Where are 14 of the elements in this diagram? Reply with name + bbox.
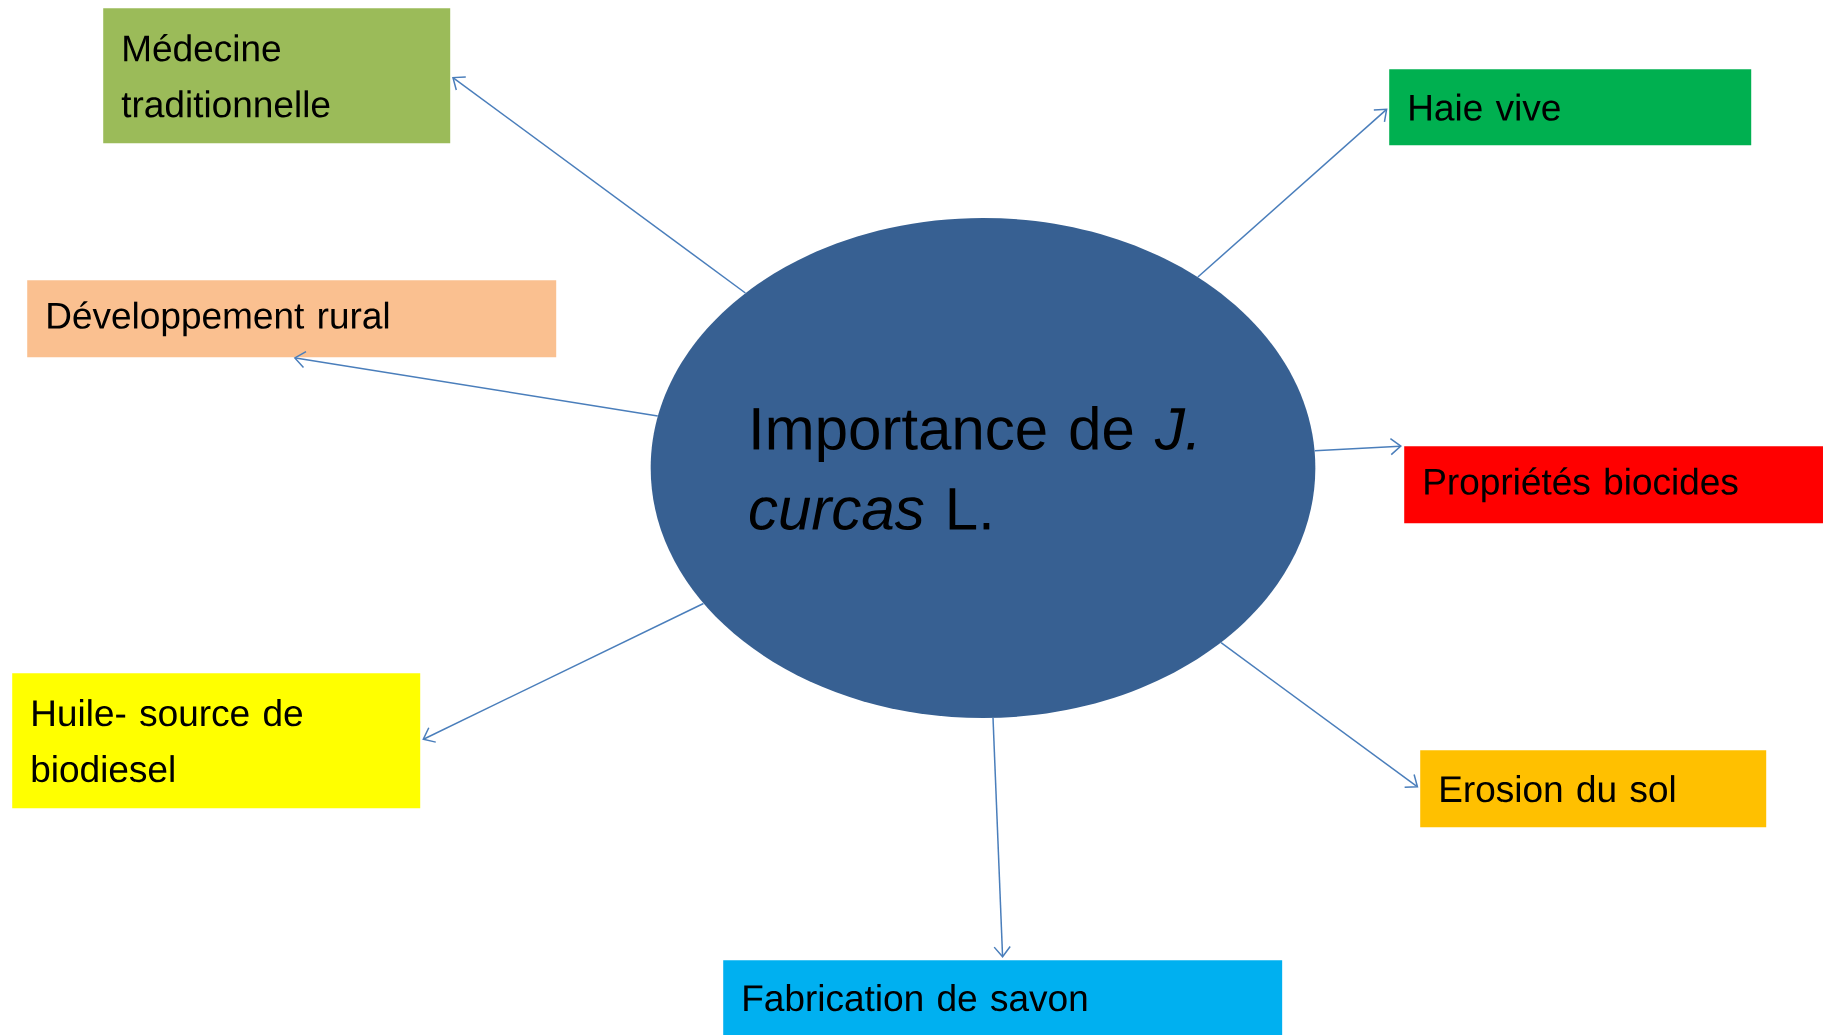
arrow — [1197, 108, 1388, 278]
arrow — [452, 76, 747, 294]
arrow — [422, 602, 705, 743]
category-box: Développement rural — [27, 280, 557, 358]
category-box: Haie vive — [1389, 69, 1752, 146]
arrow — [1220, 641, 1419, 789]
arrow — [992, 717, 1011, 958]
arrow — [1314, 437, 1402, 456]
category-box: Erosion du sol — [1420, 750, 1767, 828]
category-box: Fabrication de savon — [723, 960, 1283, 1035]
category-box: Médecine traditionnelle — [103, 8, 451, 144]
arrow — [293, 350, 659, 417]
category-box: Propriétés biocides — [1404, 446, 1823, 524]
category-box: Huile- source de biodiesel — [12, 673, 421, 809]
